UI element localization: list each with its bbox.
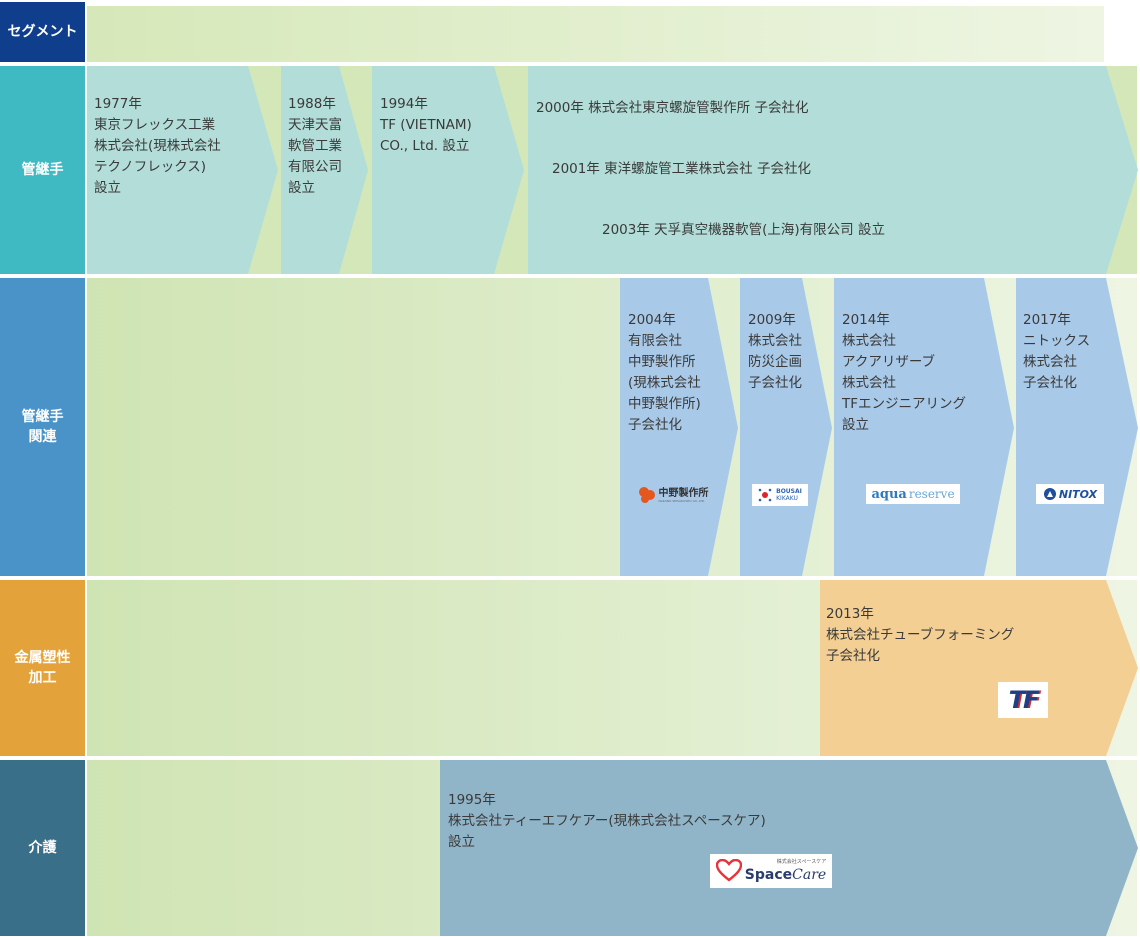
heart-icon	[715, 859, 742, 882]
aqua-reserve-logo: aqua reserve	[866, 484, 960, 504]
segment-care-label: 介護	[28, 840, 57, 856]
nitox-logo-text: NITOX	[1058, 487, 1098, 501]
event-1994: 1994年 TF (VIETNAM) CO., Ltd. 設立	[380, 96, 472, 154]
bousai-logo: BOUSAI KIKAKU	[752, 484, 808, 506]
event-1977: 1977年 東京フレックス工業 株式会社(現株式会社 テクノフレックス) 設立	[94, 96, 221, 196]
nitox-mark-icon	[1043, 488, 1056, 500]
event-2000: 2000年 株式会社東京螺旋管製作所 子会社化	[536, 100, 809, 116]
arrow-1988	[281, 66, 368, 274]
spacecare-logo-main-2: Care	[792, 867, 827, 883]
arrow-2000	[528, 66, 1138, 274]
segment-pipe-related: 管継手 関連	[0, 278, 85, 576]
tf-logo-text: TF	[1008, 686, 1040, 714]
event-1995: 1995年 株式会社ティーエフケアー(現株式会社スペースケア) 設立	[448, 792, 766, 850]
event-2013: 2013年 株式会社チューブフォーミング 子会社化	[826, 606, 1015, 664]
aqua-logo-text-2: reserve	[908, 487, 955, 501]
arrow-1994	[372, 66, 524, 274]
bousai-logo-line1: BOUSAI	[776, 488, 802, 495]
nakano-logo: 中野製作所 NAKANO SEISAKUSHO CO.,LTD.	[627, 484, 719, 506]
segment-header-label: セグメント	[7, 24, 78, 40]
segment-metal-forming-label: 金属塑性 加工	[14, 650, 71, 686]
nakano-logo-text: 中野製作所	[658, 487, 709, 499]
bousai-logo-line2: KIKAKU	[776, 495, 798, 502]
spacecare-logo: 株式会社スペースケア SpaceCare	[710, 854, 832, 888]
event-2004: 2004年 有限会社 中野製作所 (現株式会社 中野製作所) 子会社化	[628, 312, 701, 433]
spacecare-logo-small: 株式会社スペースケア	[776, 859, 827, 865]
segment-care: 介護	[0, 760, 85, 936]
event-2017: 2017年 ニトックス 株式会社 子会社化	[1023, 312, 1091, 391]
segment-pipe-related-label: 管継手 関連	[21, 409, 64, 445]
aqua-logo-text-1: aqua	[871, 486, 907, 502]
nakano-mark-icon	[638, 487, 655, 503]
arrow-1977	[87, 66, 278, 274]
arrow-2004	[620, 278, 738, 576]
segment-pipe-fittings-label: 管継手	[21, 162, 64, 178]
nakano-logo-subtext: NAKANO SEISAKUSHO CO.,LTD.	[658, 498, 706, 503]
event-2003: 2003年 天孚真空機器軟管(上海)有限公司 設立	[602, 222, 885, 238]
bousai-mark-icon	[758, 488, 772, 502]
segment-metal-forming: 金属塑性 加工	[0, 580, 85, 756]
event-2009: 2009年 株式会社 防災企画 子会社化	[748, 312, 802, 391]
event-1988: 1988年 天津天富 軟管工業 有限公司 設立	[288, 96, 342, 196]
nitox-logo: NITOX	[1036, 484, 1104, 504]
event-2001: 2001年 東洋螺旋管工業株式会社 子会社化	[552, 161, 811, 177]
header-band	[87, 6, 1104, 62]
tf-logo: TF	[998, 682, 1048, 718]
spacecare-logo-main-1: Space	[744, 867, 793, 883]
arrow-2013	[820, 580, 1138, 756]
segment-header: セグメント	[0, 2, 85, 62]
segment-pipe-fittings: 管継手	[0, 66, 85, 274]
event-2014: 2014年 株式会社 アクアリザーブ 株式会社 TFエンジニアリング 設立	[842, 312, 967, 433]
arrow-1995	[440, 760, 1138, 936]
